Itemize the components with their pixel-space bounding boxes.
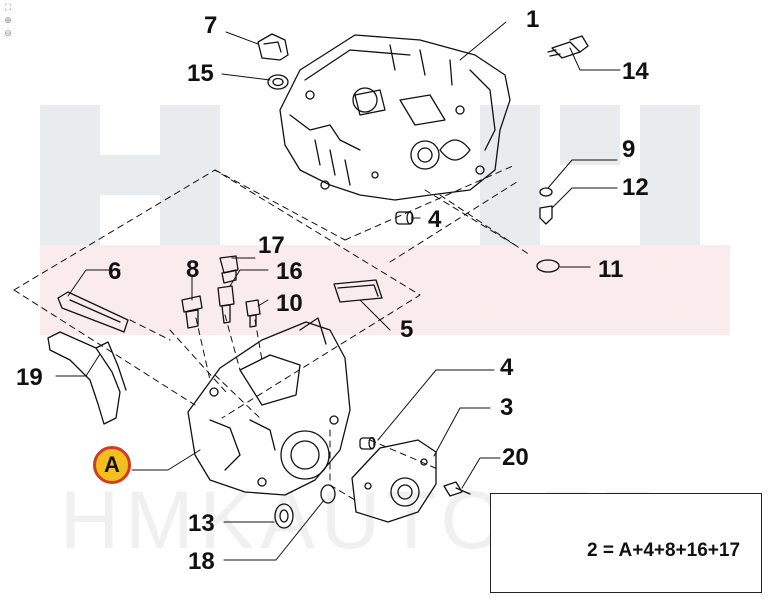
part-15-seal <box>267 74 289 90</box>
kit-legend-box: 2 = A+4+8+16+17 <box>490 493 762 593</box>
callout-18: 18 <box>188 548 215 575</box>
callout-11: 11 <box>598 256 624 283</box>
watermark-logo-block <box>160 105 220 245</box>
zoom-out-icon[interactable]: ⊖ <box>4 28 12 38</box>
part-16-sensor <box>217 285 235 324</box>
callout-16: 16 <box>276 258 303 285</box>
kit-formula: 2 = A+4+8+16+17 <box>587 540 741 561</box>
part-3-cover <box>351 439 437 523</box>
part-13-seal <box>274 503 294 529</box>
part-4-bushing-lower <box>359 436 376 450</box>
leader-lines <box>55 21 621 561</box>
callout-14: 14 <box>622 58 649 85</box>
assembly-a-badge: A <box>93 446 131 484</box>
fullscreen-icon[interactable]: ⛶ <box>4 2 12 12</box>
callout-5: 5 <box>400 316 414 343</box>
watermark-logo-block <box>100 155 160 195</box>
part-8-pin <box>181 295 203 329</box>
callout-20: 20 <box>502 444 529 471</box>
callout-4-lower: 4 <box>500 354 514 381</box>
watermark-logo-block <box>40 105 100 245</box>
assembly-guide-lines <box>13 164 531 501</box>
callout-1: 1 <box>526 6 540 33</box>
watermark-sub-letter: A <box>360 251 411 329</box>
callout-3: 3 <box>500 394 514 421</box>
watermark-sub-letter: U <box>452 251 503 329</box>
watermark-logo-block <box>480 105 540 245</box>
part-11-oring <box>536 259 560 273</box>
watermark-sub-letter: O <box>640 251 695 329</box>
callout-15: 15 <box>187 60 214 87</box>
part-7-bracket <box>257 33 289 61</box>
part-6-rail <box>57 291 129 333</box>
callout-8: 8 <box>186 256 200 283</box>
watermark-red-band <box>40 245 730 335</box>
part-19-fork <box>47 331 127 425</box>
lower-housing-part-A <box>187 317 351 496</box>
callout-19: 19 <box>16 364 43 391</box>
watermark-logo-block <box>640 105 700 245</box>
part-14-bolt <box>547 35 589 59</box>
part-20-bolt <box>443 481 471 497</box>
part-12-plug <box>539 205 553 225</box>
part-4-bushing <box>395 211 414 225</box>
zoom-in-icon[interactable]: ⊕ <box>4 15 12 25</box>
part-18-oring <box>320 484 336 504</box>
part-9-washer <box>539 187 553 197</box>
callout-6: 6 <box>108 258 122 285</box>
callout-13: 13 <box>188 510 215 537</box>
callout-12: 12 <box>622 174 649 201</box>
callout-17: 17 <box>258 232 285 259</box>
callout-4-top: 4 <box>428 206 442 233</box>
gearbox-housing-part-1 <box>279 34 511 201</box>
part-17-cap <box>219 255 239 284</box>
part-10-switch <box>245 299 261 328</box>
callout-10: 10 <box>276 290 303 317</box>
callout-9: 9 <box>622 136 636 163</box>
assembly-a-label: A <box>104 452 120 477</box>
callout-7: 7 <box>204 12 218 39</box>
part-5-insert <box>333 279 383 303</box>
watermark-logo-block <box>560 105 620 165</box>
